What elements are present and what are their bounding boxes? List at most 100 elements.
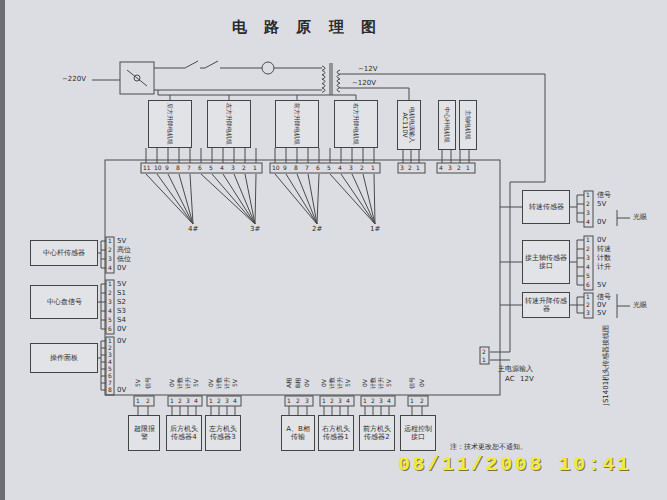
- signal-label: 0V: [321, 379, 327, 387]
- wire: [363, 174, 375, 224]
- signal-label: 3#: [250, 226, 260, 233]
- wire: [617, 218, 630, 219]
- box-label: 左方升降电机组: [225, 102, 232, 146]
- pin-number: 4: [108, 265, 112, 271]
- sensor-box: 左方机头传感器3: [205, 415, 241, 451]
- wire: [245, 148, 246, 163]
- wire: [101, 241, 102, 268]
- wire: [101, 348, 106, 349]
- box-label: 超限报警: [131, 425, 157, 441]
- signal-label: 5V: [193, 379, 199, 387]
- signal-label: S2: [117, 299, 126, 306]
- wire: [374, 174, 375, 224]
- pin-number: 1: [482, 357, 486, 363]
- signal-label: 信号: [597, 294, 611, 301]
- pin-header: [480, 347, 489, 364]
- relay-box: 前方升降电机组: [275, 100, 319, 148]
- pin-number: 6: [198, 165, 202, 171]
- pin-number: 5: [108, 317, 112, 323]
- wire: [223, 148, 224, 163]
- box-label: 左方机头传感器3: [208, 425, 238, 441]
- pin-number: 4: [233, 398, 237, 404]
- pin-number: 4: [108, 359, 112, 365]
- pin-number: 2: [242, 165, 246, 171]
- sensor-box: 转速升降传感器: [522, 292, 570, 318]
- pin-number: 1: [466, 165, 470, 171]
- pin-number: 1: [108, 281, 112, 287]
- wire: [577, 195, 578, 222]
- wire: [219, 406, 220, 415]
- pin-number: 2: [371, 398, 375, 404]
- box-label: 操作面板: [50, 354, 78, 362]
- wire: [235, 406, 236, 415]
- pin-number: 2: [457, 165, 461, 171]
- wire: [374, 148, 375, 163]
- signal-label: 主电源输入: [498, 366, 533, 373]
- wire: [297, 174, 317, 224]
- pin-number: 4: [194, 398, 198, 404]
- pin-header: [437, 163, 475, 173]
- wire: [577, 313, 584, 314]
- wire: [245, 174, 255, 224]
- signal-label: AC: [505, 376, 515, 383]
- wire: [101, 341, 106, 342]
- pin-number: 3: [338, 398, 342, 404]
- pin-number: 2: [108, 345, 112, 351]
- box-label: 远程控制接口: [403, 425, 433, 441]
- wire: [330, 148, 331, 163]
- wire: [101, 293, 106, 294]
- wire: [101, 320, 106, 321]
- wire: [341, 148, 342, 163]
- wire: [275, 174, 317, 224]
- wire: [500, 262, 522, 263]
- signal-label: 0V: [304, 379, 310, 387]
- pin-header: [584, 191, 593, 227]
- pin-number: 4: [108, 308, 112, 314]
- wire: [201, 148, 202, 163]
- wire: [617, 306, 630, 307]
- signal-label: 0V: [419, 379, 425, 387]
- pin-number: 2: [330, 398, 334, 404]
- pin-number: 1: [410, 398, 414, 404]
- signal-label: 计升: [597, 264, 611, 271]
- wire: [324, 406, 325, 415]
- pin-number: 3: [305, 398, 309, 404]
- wire: [98, 358, 101, 359]
- wire: [190, 174, 193, 224]
- wire: [101, 362, 106, 363]
- signal-label: 0V: [597, 237, 606, 244]
- pin-header: [398, 163, 425, 173]
- signal-label: 5V: [345, 379, 351, 387]
- pin-header: [361, 396, 395, 406]
- wire: [577, 285, 584, 286]
- wire: [101, 250, 106, 251]
- sensor-box: 接主轴传感器接口: [522, 240, 570, 284]
- wire: [180, 406, 181, 415]
- wire: [92, 80, 120, 81]
- wire: [340, 88, 409, 100]
- pin-header: [134, 396, 154, 406]
- box-label: 后方升降电机组: [166, 102, 173, 146]
- pin-number: 2: [217, 398, 221, 404]
- wire: [500, 207, 522, 208]
- wire: [201, 174, 255, 224]
- wire: [98, 302, 101, 303]
- sensor-box: 远程控制接口: [400, 415, 436, 451]
- pin-header: [106, 280, 114, 334]
- pin-number: 3: [379, 398, 383, 404]
- wire: [577, 204, 584, 205]
- wire: [148, 406, 149, 415]
- pin-number: 2: [296, 398, 300, 404]
- signal-label: 计升: [337, 377, 343, 389]
- wire: [348, 406, 349, 415]
- pin-number: 4: [346, 398, 350, 404]
- wire: [101, 376, 106, 377]
- wire: [319, 148, 320, 163]
- signal-label: ~220V: [62, 76, 86, 83]
- pin-number: 8: [176, 165, 180, 171]
- pin-number: 2: [108, 290, 112, 296]
- wire: [168, 174, 193, 224]
- wire: [101, 284, 106, 285]
- lamp-symbol: [262, 62, 274, 74]
- box-label: 主轴电机组: [464, 102, 471, 148]
